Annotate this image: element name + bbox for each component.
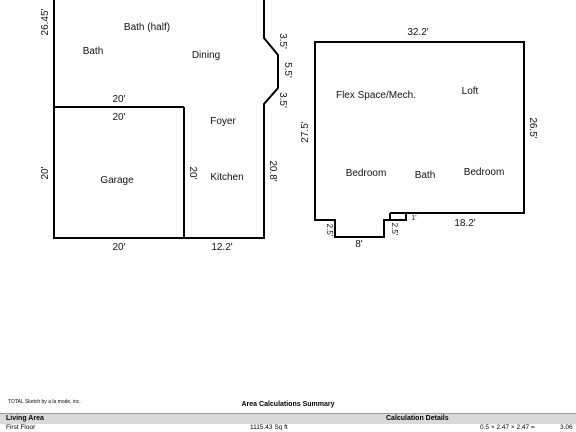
dim-house-wall-top: 20' xyxy=(112,94,125,105)
dim-chamfer-top: 3.5' xyxy=(277,33,288,49)
dim-left-height: 26.45' xyxy=(40,8,51,35)
upper-floor-outline xyxy=(314,41,525,238)
area-summary-title: Area Calculations Summary xyxy=(241,401,335,408)
room-label-loft: Loft xyxy=(462,86,479,97)
summary-data-row: First Floor 1115.43 Sq ft 0.5 × 2.47 × 2… xyxy=(0,424,576,432)
dim-upper-right: 26.5' xyxy=(527,117,538,138)
header-calculation-details: Calculation Details xyxy=(386,415,449,422)
dim-chamfer-bot: 3.5' xyxy=(277,92,288,108)
dim-upper-bottom-right: 18.2' xyxy=(454,218,475,229)
dim-notch-bottom: 8' xyxy=(355,239,363,250)
room-label-flex-space: Flex Space/Mech. xyxy=(336,90,416,101)
dim-garage-inner: 20' xyxy=(187,166,198,179)
dim-notch-tiny: 1' xyxy=(411,215,416,222)
dim-kitchen-right: 20.8' xyxy=(267,160,278,181)
first-floor-outline xyxy=(53,0,279,239)
summary-header-row: Living Area Calculation Details xyxy=(0,413,576,424)
row-calculation-result: 3.06 xyxy=(560,424,573,431)
floor-plan-sketch: Bath (half) Bath Dining Foyer Garage Kit… xyxy=(40,0,538,253)
dim-kitchen-bottom: 12.2' xyxy=(211,242,232,253)
dim-notch-left: 2.5' xyxy=(325,224,334,237)
dim-upper-top: 32.2' xyxy=(407,27,428,38)
row-calculation: 0.5 × 2.47 × 2.47 = xyxy=(480,424,535,431)
dim-garage-bottom: 20' xyxy=(112,242,125,253)
room-label-foyer: Foyer xyxy=(210,116,236,127)
room-label-bath-upper: Bath xyxy=(415,170,436,181)
row-floor-name: First Floor xyxy=(6,424,36,431)
dim-notch-right: 2.5' xyxy=(390,223,399,236)
dim-garage-top: 20' xyxy=(112,112,125,123)
dim-garage-left: 20' xyxy=(40,166,51,179)
area-summary-table: Living Area Calculation Details First Fl… xyxy=(0,413,576,432)
row-floor-area: 1115.43 Sq ft xyxy=(250,424,288,431)
room-label-garage: Garage xyxy=(100,175,134,186)
room-label-bath: Bath xyxy=(83,46,104,57)
room-label-bath-half: Bath (half) xyxy=(124,22,170,33)
room-label-bedroom-left: Bedroom xyxy=(346,168,387,179)
dim-chamfer-mid: 5.5' xyxy=(282,62,293,78)
header-living-area: Living Area xyxy=(6,415,44,422)
dim-upper-left: 27.5' xyxy=(300,121,311,142)
room-label-dining: Dining xyxy=(192,50,220,61)
room-label-kitchen: Kitchen xyxy=(210,172,243,183)
room-label-bedroom-right: Bedroom xyxy=(464,167,505,178)
software-credit: TOTAL Sketch by a la mode, inc. xyxy=(8,399,81,405)
